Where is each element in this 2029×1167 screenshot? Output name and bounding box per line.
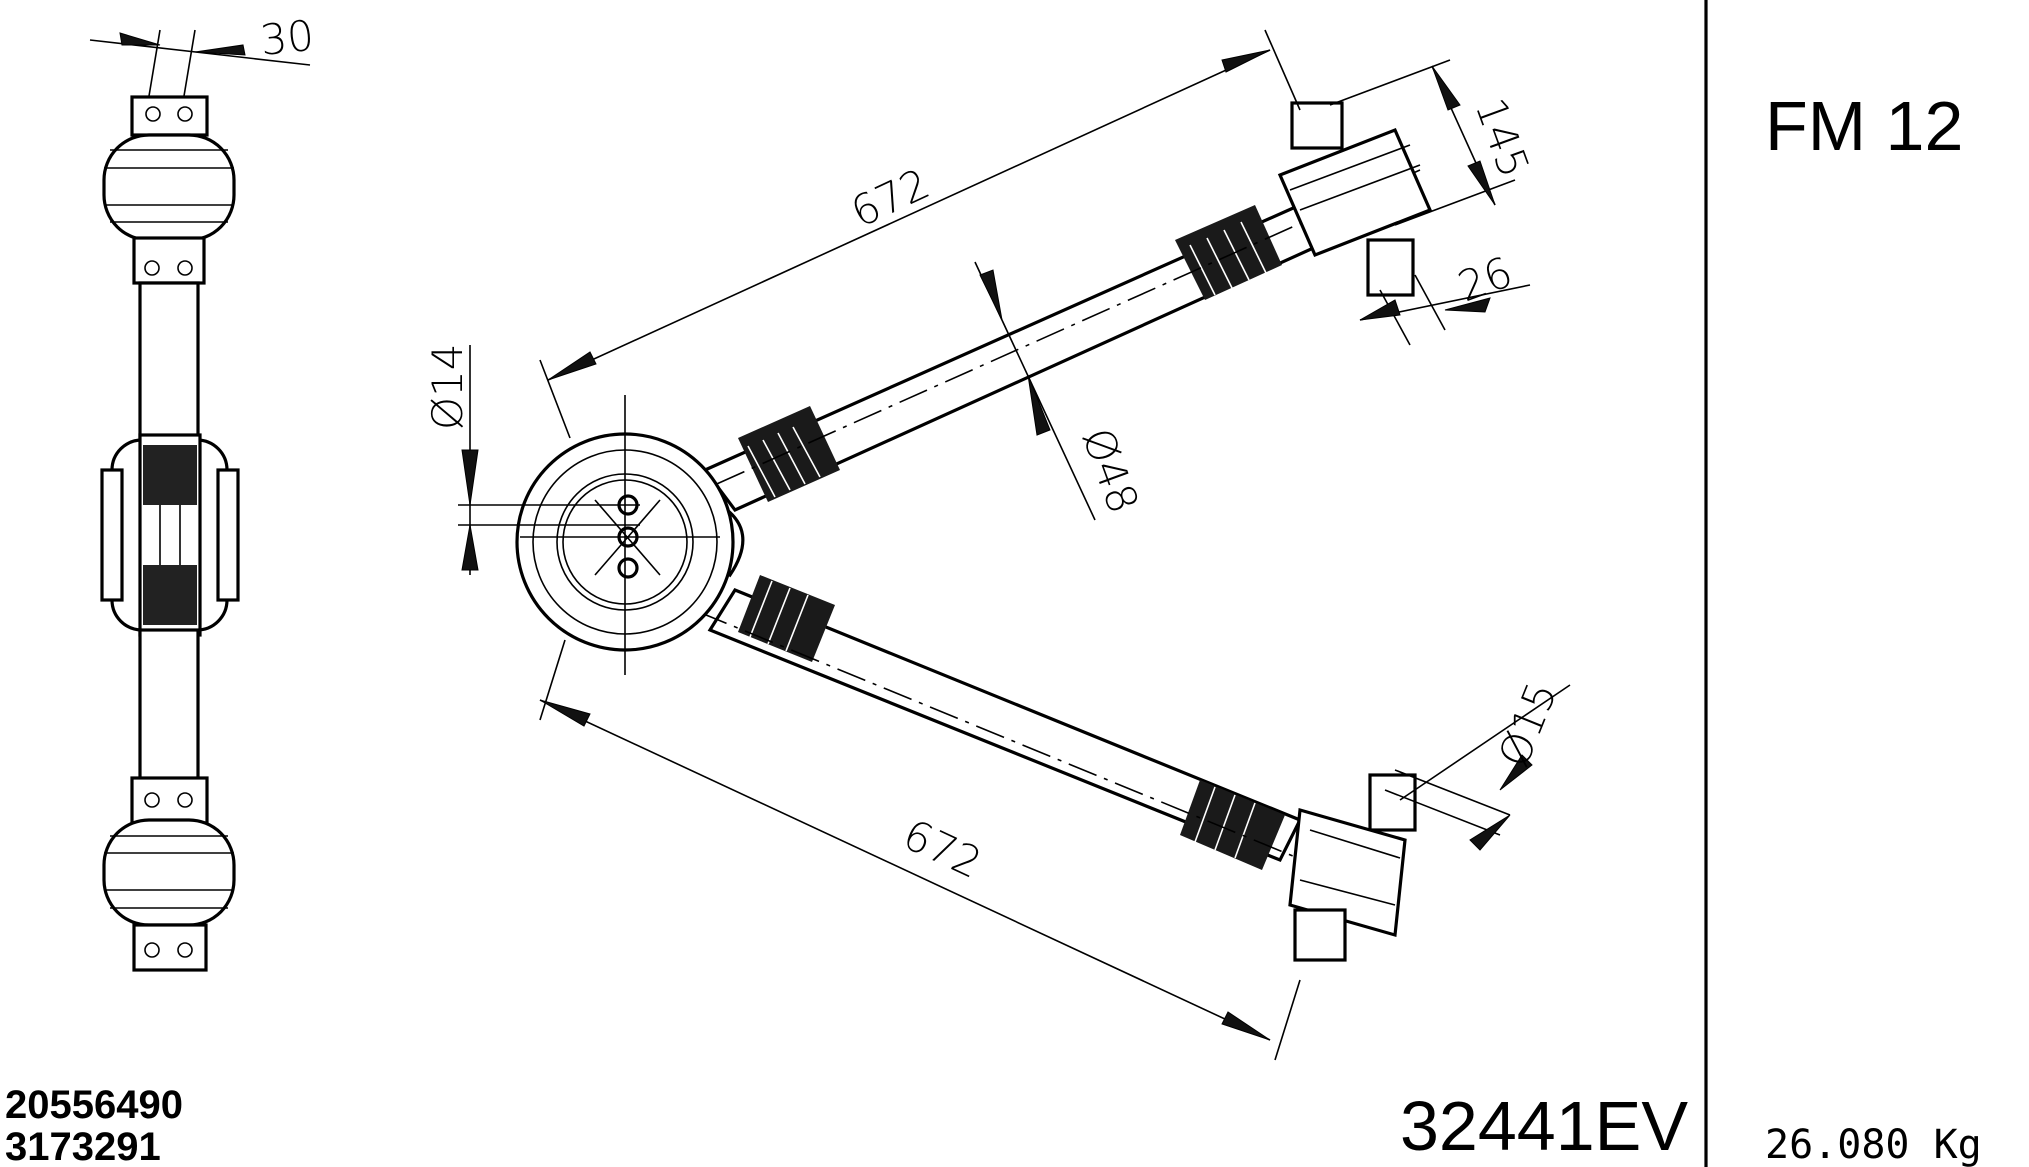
svg-text:Ø48: Ø48: [1073, 422, 1149, 520]
svg-text:Ø14: Ø14: [423, 343, 472, 430]
reference-number-2: 3173291: [5, 1125, 161, 1167]
central-hub: [515, 395, 745, 675]
upper-end-bushing: [1277, 101, 1433, 297]
svg-text:672: 672: [896, 810, 989, 888]
svg-text:Ø15: Ø15: [1489, 675, 1567, 774]
model-label: FM 12: [1765, 87, 1963, 165]
dim-side-width: 30: [258, 11, 316, 65]
side-view: 30: [89, 11, 316, 972]
lower-end-bushing: [1288, 773, 1417, 962]
dim-center-bore: Ø14: [423, 343, 640, 575]
reference-number-1: 20556490: [5, 1083, 183, 1127]
weight-label: 26.080 Kg: [1765, 1122, 1982, 1167]
svg-text:672: 672: [844, 159, 937, 237]
v-arm-view: 672 672 145 26: [423, 29, 1571, 1061]
svg-text:26: 26: [1452, 247, 1519, 311]
drawing-number: 32441EV: [1400, 1087, 1688, 1165]
